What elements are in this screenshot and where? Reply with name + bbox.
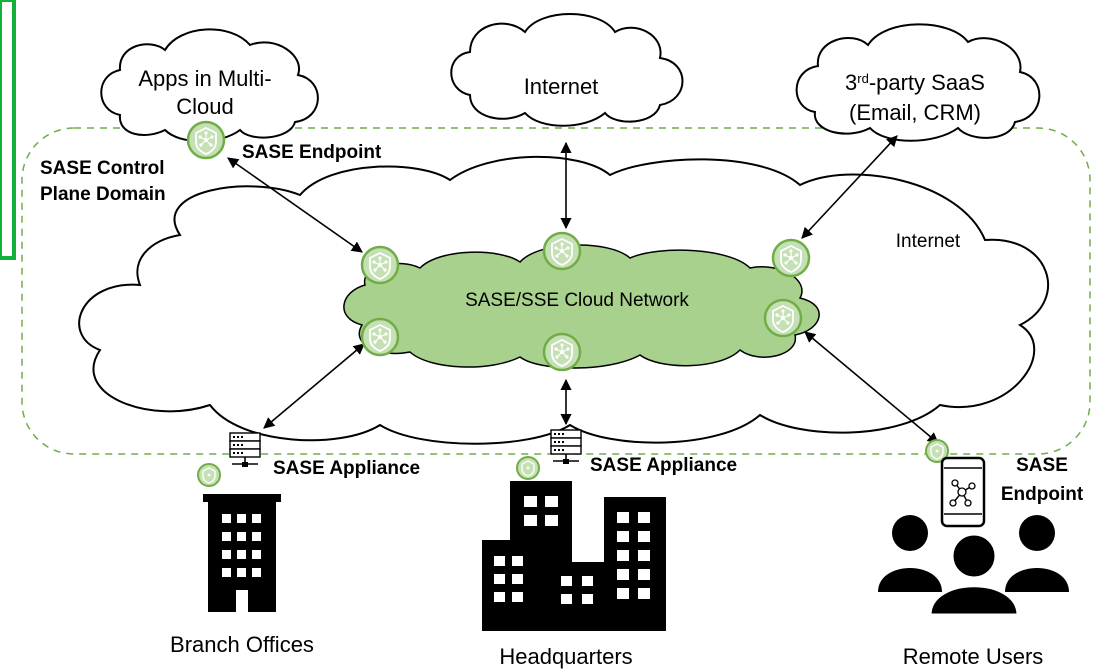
headquarters-label: Headquarters	[499, 644, 632, 669]
sase-network-label: SASE/SSE Cloud Network	[465, 290, 689, 311]
building-icon	[203, 494, 281, 612]
endpoint-remote-label-line2: Endpoint	[1001, 484, 1084, 505]
multicloud-label-line2: Cloud	[176, 94, 233, 119]
left-accent-bar	[0, 0, 16, 260]
domain-label-line1: SASE Control	[40, 158, 165, 179]
arrow-endpoint-to-network	[227, 157, 363, 253]
internet-top-cloud	[450, 13, 684, 127]
smartphone-icon	[940, 456, 986, 528]
sase-node-icon	[763, 298, 803, 338]
appliance-hq-label: SASE Appliance	[590, 455, 737, 476]
internet-big-label: Internet	[896, 231, 961, 252]
control-plane-domain-border	[21, 127, 1091, 455]
sase-node-icon	[771, 238, 811, 278]
endpoint-remote-label-line1: SASE	[1016, 455, 1068, 476]
users-group-icon	[878, 515, 1069, 617]
sase-node-icon	[186, 120, 226, 160]
domain-label-line2: Plane Domain	[40, 184, 166, 205]
sase-node-icon	[542, 332, 582, 372]
multicloud-label-line1: Apps in Multi-	[138, 66, 271, 91]
appliance-branch-label: SASE Appliance	[273, 458, 420, 479]
arrow-branch-to-network	[263, 343, 365, 429]
remote-users-label: Remote Users	[903, 644, 1044, 669]
sase-node-icon	[360, 245, 400, 285]
sase-node-icon	[542, 231, 582, 271]
server-rack-icon	[229, 432, 261, 468]
sase-node-icon	[197, 463, 221, 487]
building-icon	[482, 481, 666, 631]
sase-node-icon	[360, 317, 400, 357]
endpoint-top-label: SASE Endpoint	[242, 142, 382, 163]
connection-arrows	[227, 135, 939, 444]
branch-offices-label: Branch Offices	[170, 632, 314, 657]
arrow-saas-to-network	[801, 135, 898, 239]
sase-sse-cloud-network	[343, 244, 820, 369]
saas-label-line2: (Email, CRM)	[849, 100, 981, 125]
saas-label-line1: 3rd-party SaaS	[845, 70, 985, 95]
sase-node-icon	[516, 456, 540, 480]
server-rack-icon	[550, 429, 582, 465]
internet-top-label: Internet	[524, 74, 599, 99]
arrow-remote-to-network	[804, 331, 939, 444]
